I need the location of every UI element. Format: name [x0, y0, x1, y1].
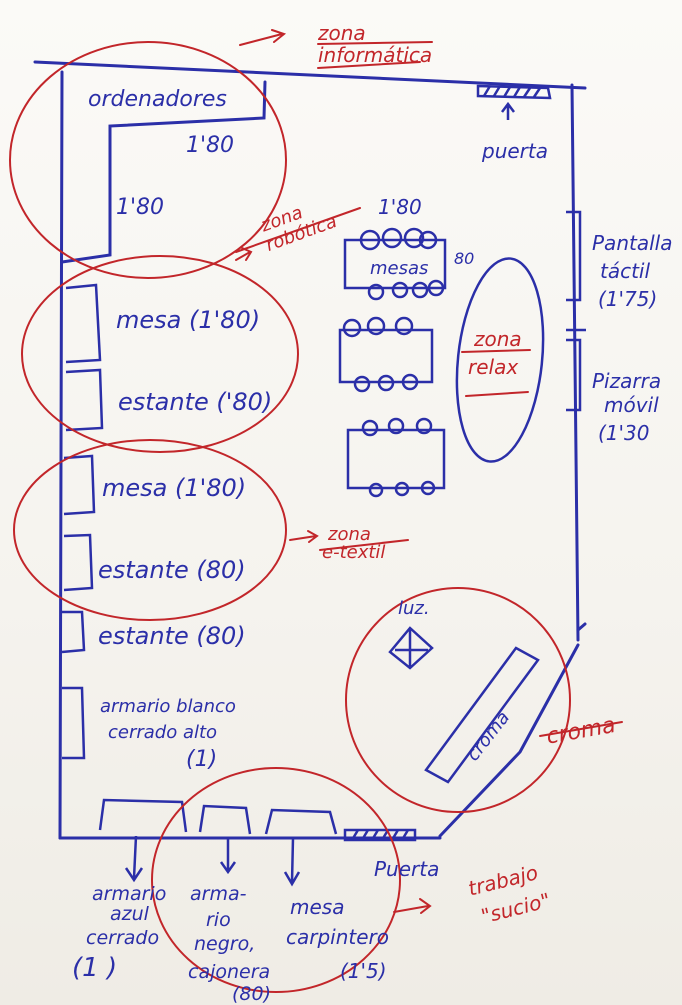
zone-informatica-circle — [9, 41, 287, 279]
zone-croma-circle — [345, 587, 571, 813]
light-icon — [388, 626, 434, 670]
blue-labels: ordenadores 1'80 1'80 1'80 80 mesas puer… — [72, 87, 679, 1005]
wall-diagonal — [438, 643, 580, 838]
label-ordenadores: ordenadores — [88, 87, 227, 112]
door-top — [476, 84, 552, 120]
label-zona-croma: croma — [545, 713, 618, 750]
croma-fixtures — [388, 626, 540, 784]
label-zona-relax: zona relax — [468, 327, 528, 379]
box-estante3 — [61, 610, 86, 654]
label-luz: luz. — [398, 598, 430, 619]
box-mesa2 — [63, 454, 96, 516]
table-3 — [346, 428, 446, 490]
label-mesa-2: mesa (1'80) — [102, 474, 246, 502]
box-estante2 — [63, 533, 94, 592]
door-bottom — [343, 828, 417, 842]
zone-arrows — [235, 29, 623, 914]
label-pantalla: Pantalla táctil (1'75) — [592, 231, 679, 311]
label-length-180-b: 1'80 — [116, 195, 164, 220]
label-mesas: mesas — [370, 258, 428, 279]
label-armario-negro: arma- rio negro, cajonera (80) — [188, 883, 276, 1005]
label-zona-etextil: zona e-textil — [322, 524, 385, 563]
croma-screen — [424, 646, 540, 784]
label-zona-informatica: zona informática — [317, 21, 432, 67]
computers-counter — [60, 80, 267, 264]
screen-pizarra — [566, 338, 582, 412]
label-tables-length: 1'80 — [378, 195, 422, 219]
room-walls — [33, 60, 587, 840]
label-length-180-a: 1'80 — [186, 133, 234, 158]
box-armario-blanco — [62, 686, 86, 760]
box-mesa1 — [65, 283, 102, 364]
table-1 — [343, 238, 447, 290]
box-estante1 — [65, 368, 104, 432]
label-croma-box: croma — [463, 707, 515, 765]
tables — [338, 227, 447, 498]
red-labels: zona informática zona robótica zona e-te… — [256, 21, 618, 930]
label-armario-blanco: armario blanco cerrado alto (1) — [100, 696, 242, 772]
label-puerta-top: puerta — [481, 139, 548, 163]
wall-left — [58, 70, 64, 840]
label-mesa-1: mesa (1'80) — [116, 306, 260, 334]
box-armario-negro — [198, 804, 252, 835]
zone-robotica-circle — [21, 255, 299, 453]
zone-etextil-circle — [13, 439, 287, 621]
screen-pantalla — [566, 210, 582, 302]
bottom-furniture — [98, 798, 338, 887]
relax-area — [455, 257, 545, 463]
wall-right — [570, 83, 580, 642]
label-estante-3: estante (80) — [98, 622, 246, 650]
zone-circles — [9, 41, 571, 993]
label-armario-azul: armario azul cerrado (1 ) — [72, 883, 172, 983]
zone-trabajo-circle — [151, 767, 401, 993]
box-armario-azul — [98, 798, 188, 833]
wall-top — [33, 60, 587, 90]
wall-screens — [566, 210, 586, 412]
label-zona-trabajo: trabajo "sucio" — [466, 859, 554, 930]
label-estante-2: estante (80) — [98, 556, 246, 584]
label-pizarra: Pizarra móvil (1'30 — [592, 369, 667, 445]
left-furniture — [61, 283, 104, 760]
label-tables-depth: 80 — [454, 249, 474, 268]
box-mesa-carpintero — [264, 808, 338, 835]
label-mesa-carpintero: mesa carpintero (1'5) — [286, 895, 395, 983]
table-2 — [338, 328, 434, 384]
label-zona-robotica: zona robótica — [256, 192, 339, 256]
label-puerta-bottom: Puerta — [374, 857, 439, 881]
label-estante-1: estante ('80) — [118, 388, 272, 416]
